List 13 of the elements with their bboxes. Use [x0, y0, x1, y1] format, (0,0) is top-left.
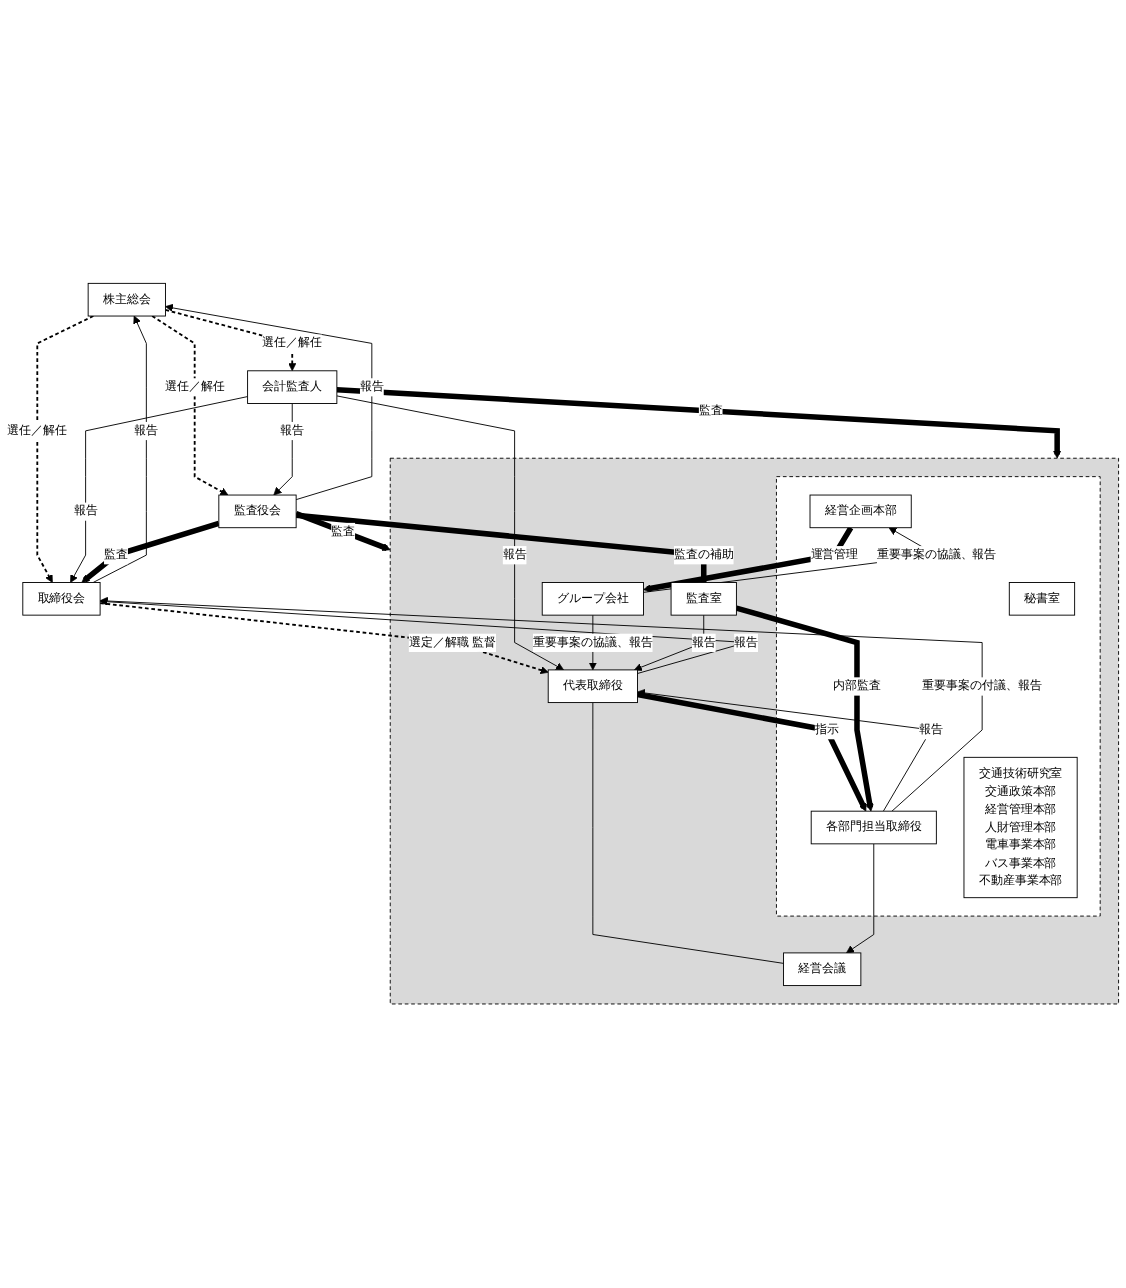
- arrow: [643, 526, 854, 593]
- arrow: [636, 692, 867, 812]
- arrow: [295, 511, 391, 552]
- cluster: [776, 476, 1101, 917]
- arrow: [36, 315, 95, 584]
- arrow: [151, 315, 229, 496]
- arrow: [81, 521, 220, 584]
- arrow: [735, 605, 874, 812]
- cluster: [389, 458, 1120, 1005]
- arrow: [336, 387, 1062, 459]
- arrow: [99, 602, 549, 675]
- connector: [295, 512, 707, 583]
- connector: [592, 702, 784, 965]
